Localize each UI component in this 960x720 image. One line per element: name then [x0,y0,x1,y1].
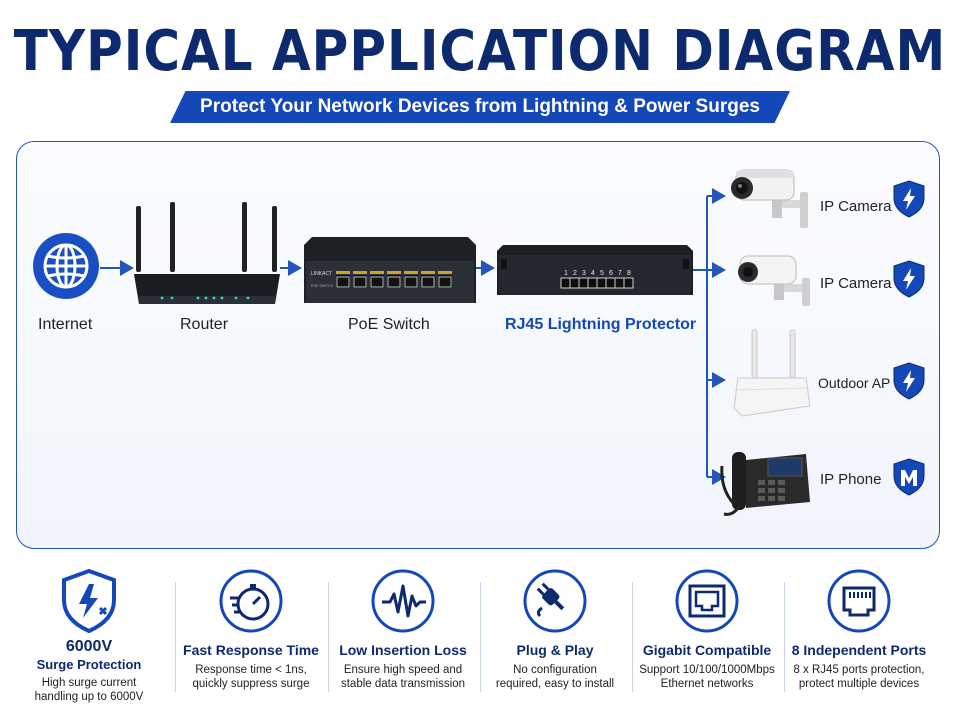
ethernet-port-icon [675,569,739,633]
subtitle-banner [170,91,790,123]
ip-camera-icon [731,169,808,228]
port-number: 3 [582,270,586,277]
ip-phone-icon [720,452,810,516]
plug-icon [523,569,587,633]
diagram-subtitle: Protect Your Network Devices from Lightn… [200,96,760,117]
poe-switch-icon: LINKACT POE SWITCH [304,237,476,303]
rj45-port-icon [827,569,891,633]
feature-desc-line: No configuration [513,664,597,676]
feature-title: Low Insertion Loss [339,642,467,658]
feature-title-sub: Surge Protection [36,657,142,672]
feature-desc-line: required, easy to install [495,678,615,690]
feature-desc-line: High surge current [41,677,137,689]
feature-title: 8 Independent Ports [791,642,927,658]
device-label-outdoor-ap: Outdoor AP [818,375,891,391]
port-number: 5 [600,270,604,277]
diagram-title: TYPICAL APPLICATION DIAGRAM [13,18,947,84]
feature-divider [480,582,481,692]
feature-desc: High surge current handling up to 6000V [14,676,164,704]
feature-desc-line: quickly suppress surge [192,678,310,690]
feature-desc: Response time < 1ns, quickly suppress su… [176,663,326,691]
stopwatch-icon [219,569,283,633]
shield-lightning-icon [893,458,925,496]
feature-desc-line: protect multiple devices [798,678,920,690]
feature-desc-line: stable data transmission [340,678,465,690]
feature-desc-line: Ensure high speed and [343,664,463,676]
surge-shield-icon [62,568,116,634]
waveform-icon [371,569,435,633]
lightning-protector-icon: 1 2 3 4 5 6 7 8 [497,245,693,295]
branch-lines [693,188,726,485]
shield-lightning-icon [893,260,925,298]
feature-desc: No configuration required, easy to insta… [480,663,630,691]
feature-divider [784,582,785,692]
feature-desc-line: Ethernet networks [660,678,754,690]
port-number: 4 [591,270,595,277]
switch-model-text: POE SWITCH [311,284,334,288]
port-number: 7 [618,270,622,277]
feature-title: 6000V [65,638,113,655]
outdoor-ap-icon [733,329,811,417]
router-label: Router [180,316,229,333]
feature-desc-line: Response time < 1ns, [195,664,307,676]
shield-lightning-icon [893,180,925,218]
shield-lightning-icon [893,362,925,400]
router-icon [134,202,280,304]
port-number: 1 [564,270,568,277]
internet-label: Internet [38,316,93,333]
port-number: 6 [609,270,613,277]
port-number: 2 [573,270,577,277]
feature-desc: Support 10/100/1000Mbps Ethernet network… [632,663,782,691]
device-label-ip-phone: IP Phone [820,471,882,488]
feature-title: Plug & Play [516,642,594,658]
feature-title: Gigabit Compatible [642,642,772,658]
ip-camera-icon [738,255,810,306]
switch-brand-text: LINKACT [311,271,332,277]
device-label-camera-2: IP Camera [820,275,892,292]
feature-desc-line: handling up to 6000V [34,691,144,703]
feature-divider [632,582,633,692]
globe-icon [33,233,99,299]
poe-switch-label: PoE Switch [348,316,430,333]
feature-divider [175,582,176,692]
feature-desc-line: Support 10/100/1000Mbps [639,664,775,676]
port-number: 8 [627,270,631,277]
protector-label: RJ45 Lightning Protector [505,316,697,333]
device-label-camera-1: IP Camera [820,198,892,215]
feature-desc: 8 x RJ45 ports protection, protect multi… [784,663,934,691]
feature-title: Fast Response Time [183,642,319,658]
feature-divider [328,582,329,692]
feature-desc-line: 8 x RJ45 ports protection, [793,664,925,676]
feature-desc: Ensure high speed and stable data transm… [328,663,478,691]
